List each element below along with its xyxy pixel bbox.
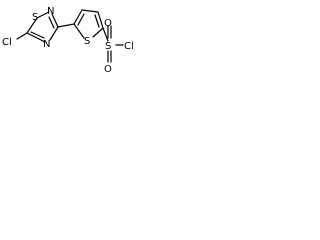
bond-cc-cd (97, 11, 104, 29)
structure-diagram: Cl S N N S S O O Cl (0, 0, 146, 77)
bond-cd-so2 (102, 27, 109, 42)
atom-n-top: N (47, 6, 54, 17)
bond-n2-c3-double (48, 16, 55, 29)
bond-cd-s (92, 27, 104, 38)
bond-cc-cd-double (94, 14, 100, 28)
bond-cb-cc (81, 9, 99, 13)
bond-s1-n2 (36, 11, 50, 19)
molecule-drawing: Cl S N N S S O O Cl (2, 6, 134, 75)
atom-s-thiophene: S (84, 36, 90, 47)
atom-o-bottom: O (104, 64, 112, 75)
bond-n4-c5 (26, 32, 46, 43)
atom-o-top: O (104, 18, 112, 29)
bond-cl-c5 (16, 32, 28, 40)
atom-n-bottom: N (43, 39, 50, 50)
bond-ca-cb (73, 9, 83, 25)
bond-n2-c3 (51, 13, 59, 28)
atom-cl-right: Cl (124, 41, 134, 52)
bond-c3-thiophene (57, 23, 75, 28)
atom-cl-left: Cl (2, 37, 12, 48)
bond-n4-c5-double (30, 31, 45, 39)
bond-c3-n4 (49, 26, 59, 41)
bond-ca-cb-double (77, 13, 85, 26)
atom-s-sulfonyl: S (105, 41, 111, 52)
bond-s-ca (73, 23, 85, 39)
bond-c5-s1 (26, 17, 38, 34)
atom-s-thiadiazole: S (32, 12, 38, 23)
